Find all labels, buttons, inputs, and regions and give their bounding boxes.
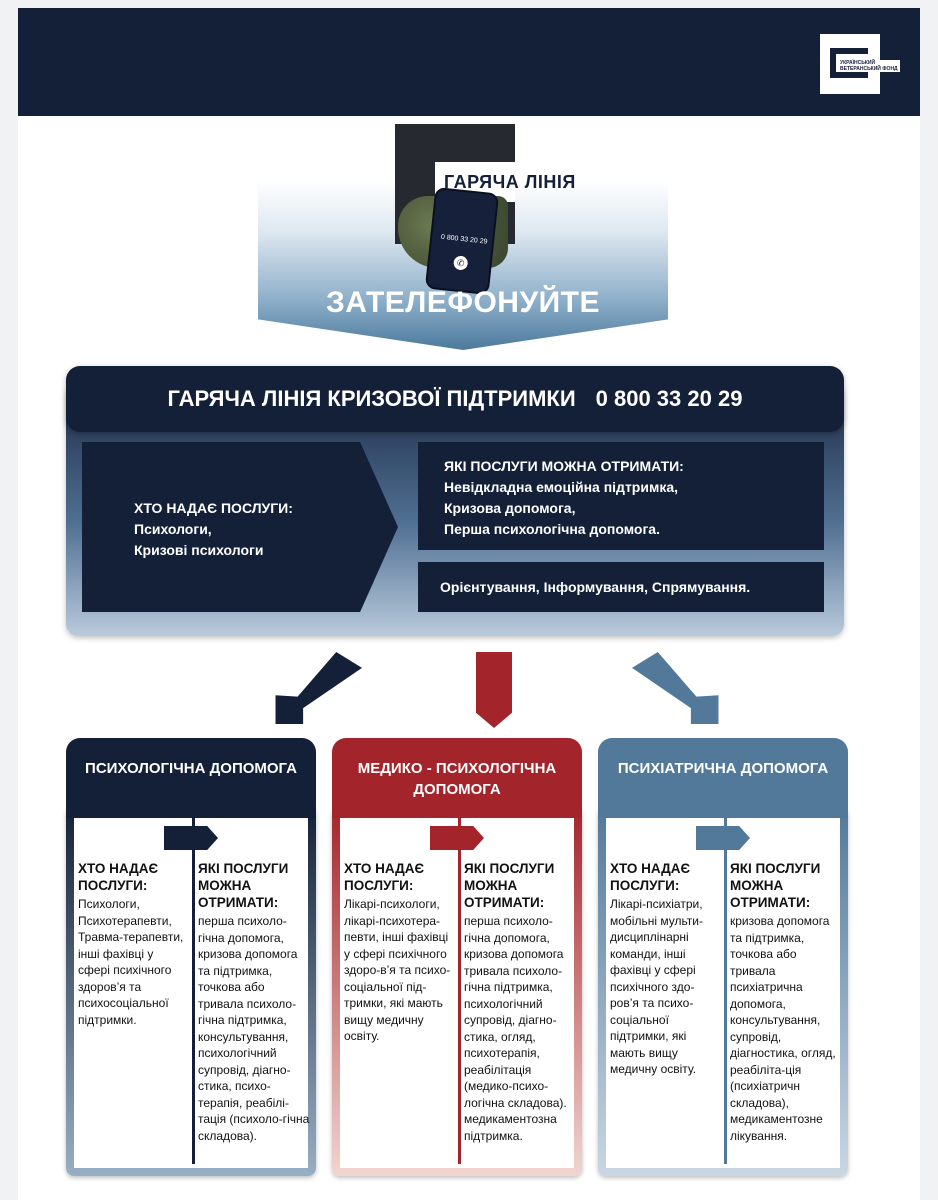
column-psychiatric: ХТО НАДАЄ ПОСЛУГИ: Лікарі-психіатри, моб… — [598, 738, 848, 1176]
services-line: Перша психологічна допомога. — [444, 521, 660, 537]
phone-screen-number: 0 800 33 20 29 — [440, 233, 488, 246]
who-cell-text: Лікарі-психіатри, мобільні мульти-дисцип… — [610, 897, 703, 1076]
who-provides-box: ХТО НАДАЄ ПОСЛУГИ: Психологи, Кризові пс… — [82, 442, 398, 612]
what-cell-text: перша психоло-гічна допомога, кризова до… — [464, 914, 567, 1143]
who-cell-heading: ХТО НАДАЄ ПОСЛУГИ: — [78, 861, 159, 893]
hotline-banner: ГАРЯЧА ЛІНІЯ КРИЗОВОЇ ПІДТРИМКИ 0 800 33… — [66, 366, 844, 432]
who-line: Кризові психологи — [134, 542, 264, 558]
who-provides-text: ХТО НАДАЄ ПОСЛУГИ: Психологи, Кризові пс… — [134, 498, 293, 561]
column-body: ХТО НАДАЄ ПОСЛУГИ: Психологи, Психотерап… — [66, 806, 316, 1176]
services-line: Невідкладна емоційна підтримка, — [444, 479, 679, 495]
what-cell-heading: ЯКІ ПОСЛУГИ МОЖНА ОТРИМАТИ: — [464, 861, 555, 910]
arrow-down-icon — [476, 652, 512, 728]
logo-text: УКРАЇНСЬКИЙ ВЕТЕРАНСЬКИЙ ФОНД — [840, 60, 900, 72]
who-cell: ХТО НАДАЄ ПОСЛУГИ: Лікарі-психологи, лік… — [344, 860, 454, 1045]
column-title: МЕДИКО - ПСИХОЛОГІЧНА ДОПОМОГА — [332, 738, 582, 818]
column-title: ПСИХІАТРИЧНА ДОПОМОГА — [598, 738, 848, 818]
who-cell-heading: ХТО НАДАЄ ПОСЛУГИ: — [344, 861, 425, 893]
column-body: ХТО НАДАЄ ПОСЛУГИ: Лікарі-психіатри, моб… — [598, 806, 848, 1176]
who-cell: ХТО НАДАЄ ПОСЛУГИ: Психологи, Психотерап… — [78, 860, 188, 1028]
services-line: Кризова допомога, — [444, 500, 576, 516]
hotline-number[interactable]: 0 800 33 20 29 — [595, 386, 743, 411]
column-divider — [724, 812, 727, 1164]
column-tab-arrow-icon — [164, 826, 218, 850]
call-to-action: ЗАТЕЛЕФОНУЙТЕ — [325, 286, 601, 319]
column-card: ХТО НАДАЄ ПОСЛУГИ: Лікарі-психіатри, моб… — [606, 806, 840, 1168]
column-divider — [192, 812, 195, 1164]
column-card: ХТО НАДАЄ ПОСЛУГИ: Психологи, Психотерап… — [74, 806, 310, 1168]
phone-illustration: 0 800 33 20 29 ✆ — [424, 186, 500, 296]
what-cell: ЯКІ ПОСЛУГИ МОЖНА ОТРИМАТИ: кризова допо… — [730, 860, 842, 1144]
column-tab-arrow-icon — [430, 826, 484, 850]
services-heading: ЯКІ ПОСЛУГИ МОЖНА ОТРИМАТИ: — [444, 458, 684, 474]
what-cell-heading: ЯКІ ПОСЛУГИ МОЖНА ОТРИМАТИ: — [730, 861, 821, 910]
what-cell-text: перша психоло-гічна допомога, кризова до… — [198, 914, 310, 1143]
what-cell: ЯКІ ПОСЛУГИ МОЖНА ОТРИМАТИ: перша психол… — [464, 860, 576, 1144]
who-cell-text: Психологи, Психотерапевти, Травма-терапе… — [78, 897, 184, 1027]
hotline-label: ГАРЯЧА ЛІНІЯ КРИЗОВОЇ ПІДТРИМКИ — [167, 386, 576, 411]
column-psychological: ХТО НАДАЄ ПОСЛУГИ: Психологи, Психотерап… — [66, 738, 316, 1176]
orientation-text: Орієнтування, Інформування, Спрямування. — [440, 579, 751, 595]
column-tab-arrow-icon — [696, 826, 750, 850]
who-cell: ХТО НАДАЄ ПОСЛУГИ: Лікарі-психіатри, моб… — [610, 860, 720, 1078]
column-divider — [458, 812, 461, 1164]
who-cell-heading: ХТО НАДАЄ ПОСЛУГИ: — [610, 861, 691, 893]
column-card: ХТО НАДАЄ ПОСЛУГИ: Лікарі-психологи, лік… — [340, 806, 574, 1168]
what-cell-heading: ЯКІ ПОСЛУГИ МОЖНА ОТРИМАТИ: — [198, 861, 289, 910]
who-line: Психологи, — [134, 521, 212, 537]
hero-title: ГАРЯЧА ЛІНІЯ — [444, 172, 576, 192]
orientation-box: Орієнтування, Інформування, Спрямування. — [418, 562, 824, 612]
column-medical-psychological: ХТО НАДАЄ ПОСЛУГИ: Лікарі-психологи, лік… — [332, 738, 582, 1176]
what-cell-text: кризова допомога та підтримка, точкова а… — [730, 914, 836, 1143]
what-cell: ЯКІ ПОСЛУГИ МОЖНА ОТРИМАТИ: перша психол… — [198, 860, 310, 1144]
services-box: ЯКІ ПОСЛУГИ МОЖНА ОТРИМАТИ: Невідкладна … — [418, 442, 824, 550]
who-heading: ХТО НАДАЄ ПОСЛУГИ: — [134, 500, 293, 516]
column-body: ХТО НАДАЄ ПОСЛУГИ: Лікарі-психологи, лік… — [332, 806, 582, 1176]
who-cell-text: Лікарі-психологи, лікарі-психотера-певти… — [344, 897, 451, 1043]
top-banner — [18, 8, 920, 116]
phone-call-icon: ✆ — [453, 255, 469, 271]
column-title: ПСИХОЛОГІЧНА ДОПОМОГА — [66, 738, 316, 818]
